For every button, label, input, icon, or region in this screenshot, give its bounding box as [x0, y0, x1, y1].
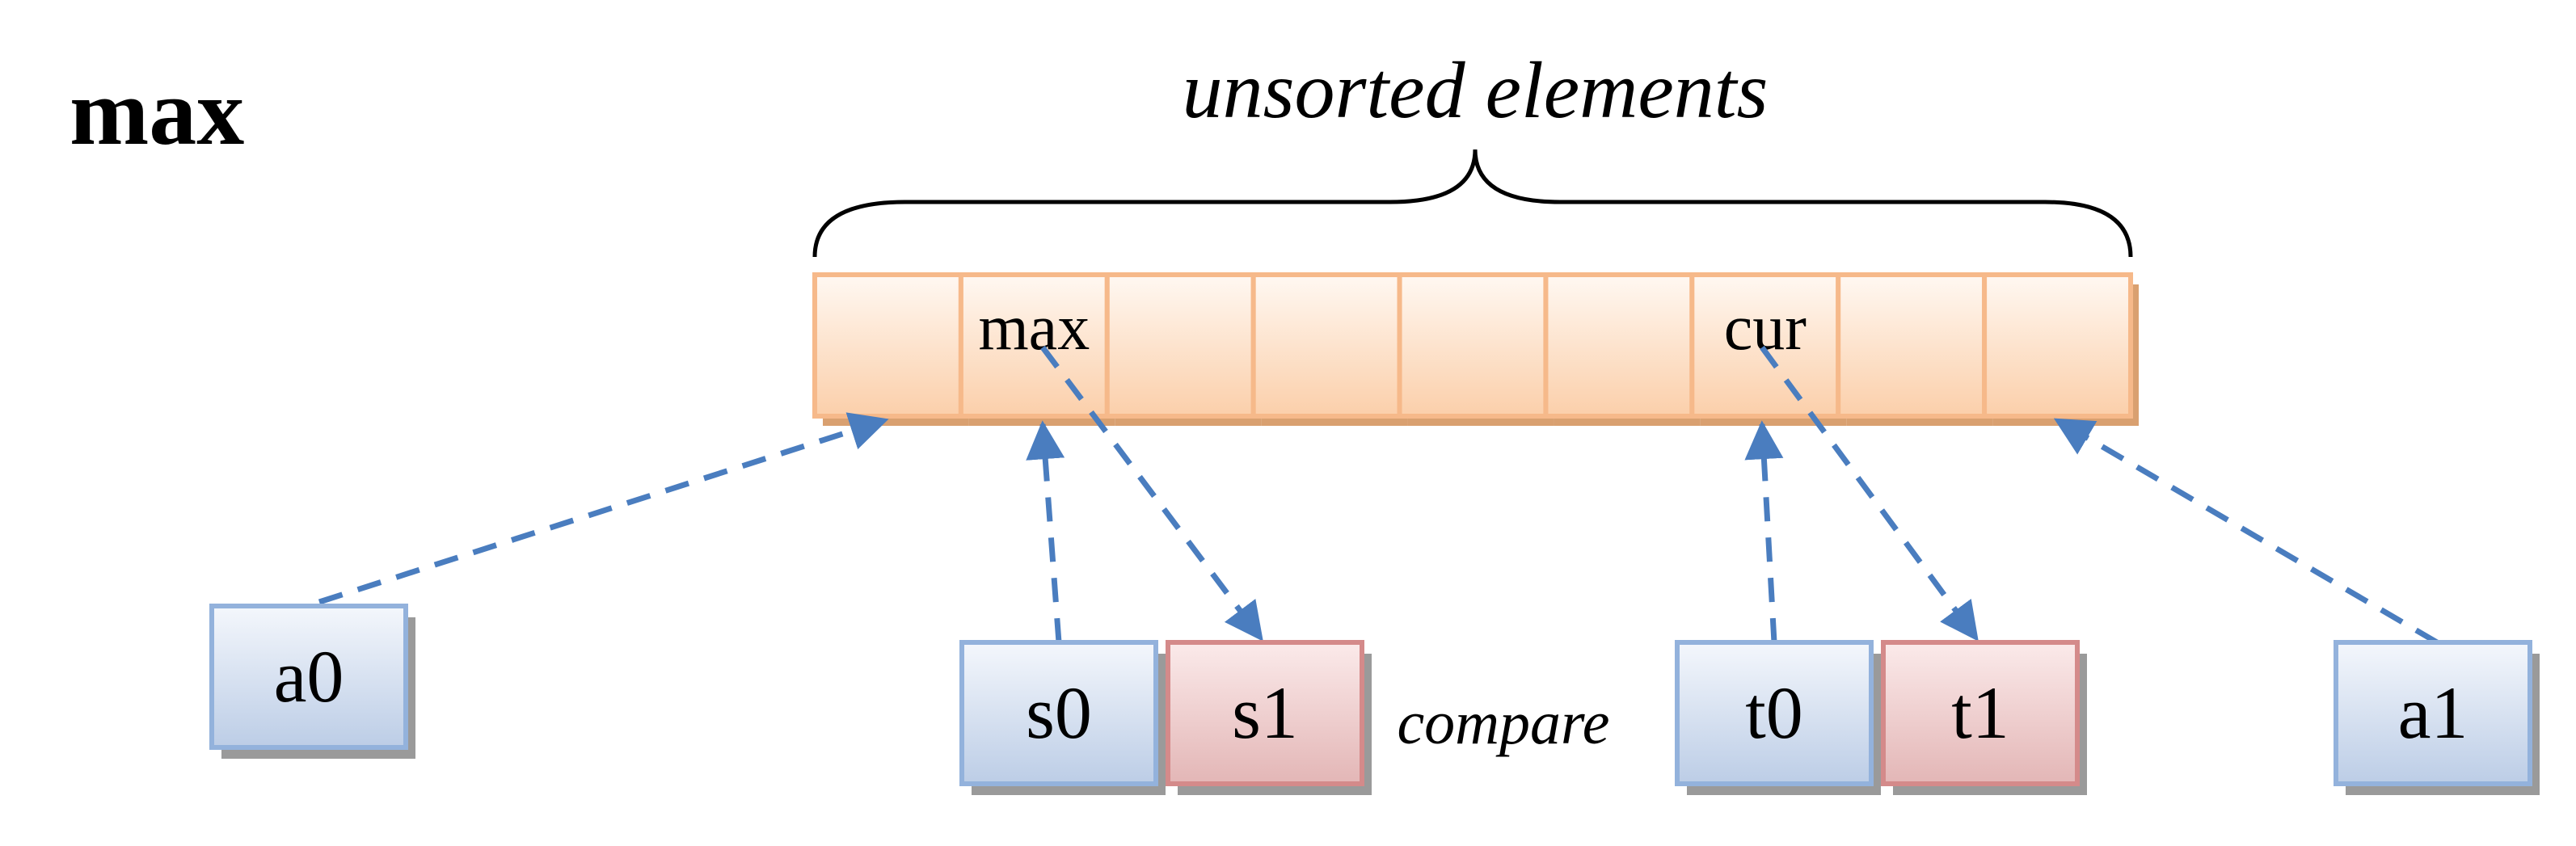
array-cell: [1543, 272, 1701, 426]
array-cell-box: [1250, 272, 1402, 419]
array-cell-box: [1982, 272, 2133, 419]
register-a0: a0: [209, 604, 415, 759]
registers: a0 s0 s1 t0 t1 a1: [209, 604, 2540, 795]
pointer-arrow-s1: [1040, 345, 1263, 642]
pointer-arrow-t0: [1744, 420, 1784, 643]
register-label: s0: [1026, 671, 1092, 754]
register-box: [1166, 640, 1364, 786]
pointer-arrow-t1: [1760, 345, 1979, 642]
register-box: [209, 604, 408, 750]
pointer-arrow-a0: [318, 412, 889, 605]
compare-label: compare: [1397, 689, 1609, 757]
array-cell-label: max: [978, 293, 1090, 364]
pointer-arrows: [318, 345, 2439, 646]
diagram-title: max: [70, 59, 244, 165]
array-cell-box: [812, 272, 963, 419]
array-cell-box: [958, 272, 1110, 419]
array-cell: [1397, 272, 1554, 426]
register-label: t0: [1745, 671, 1803, 754]
register-box: [2334, 640, 2532, 786]
array-cell-box: [1104, 272, 1256, 419]
array-cell: [1836, 272, 1993, 426]
brace-label: unsorted elements: [1183, 45, 1769, 135]
register-s1: s1: [1166, 640, 1372, 795]
register-label: a0: [274, 635, 344, 718]
array-cell-box: [1397, 272, 1549, 419]
register-label: a1: [2398, 671, 2468, 754]
pointer-arrow-s0: [1026, 420, 1065, 643]
array-cell-box: [1543, 272, 1695, 419]
register-t1: t1: [1881, 640, 2087, 795]
register-box: [1675, 640, 1874, 786]
pointer-arrow-a1: [2053, 417, 2439, 646]
register-t0: t0: [1675, 640, 1881, 795]
register-a1: a1: [2334, 640, 2540, 795]
register-label: t1: [1951, 671, 2009, 754]
register-s0: s0: [959, 640, 1166, 795]
array-cell: [812, 272, 969, 426]
array-cell: [1250, 272, 1408, 426]
array-cell-box: [1836, 272, 1988, 419]
register-box: [959, 640, 1158, 786]
register-box: [1881, 640, 2080, 786]
array: max cur: [812, 272, 2139, 426]
array-cell: cur: [1689, 272, 1847, 426]
register-label: s1: [1232, 671, 1298, 754]
array-cell: [1104, 272, 1262, 426]
array-cell: [1982, 272, 2139, 426]
curly-brace: [812, 149, 2133, 258]
array-cell: max: [958, 272, 1115, 426]
